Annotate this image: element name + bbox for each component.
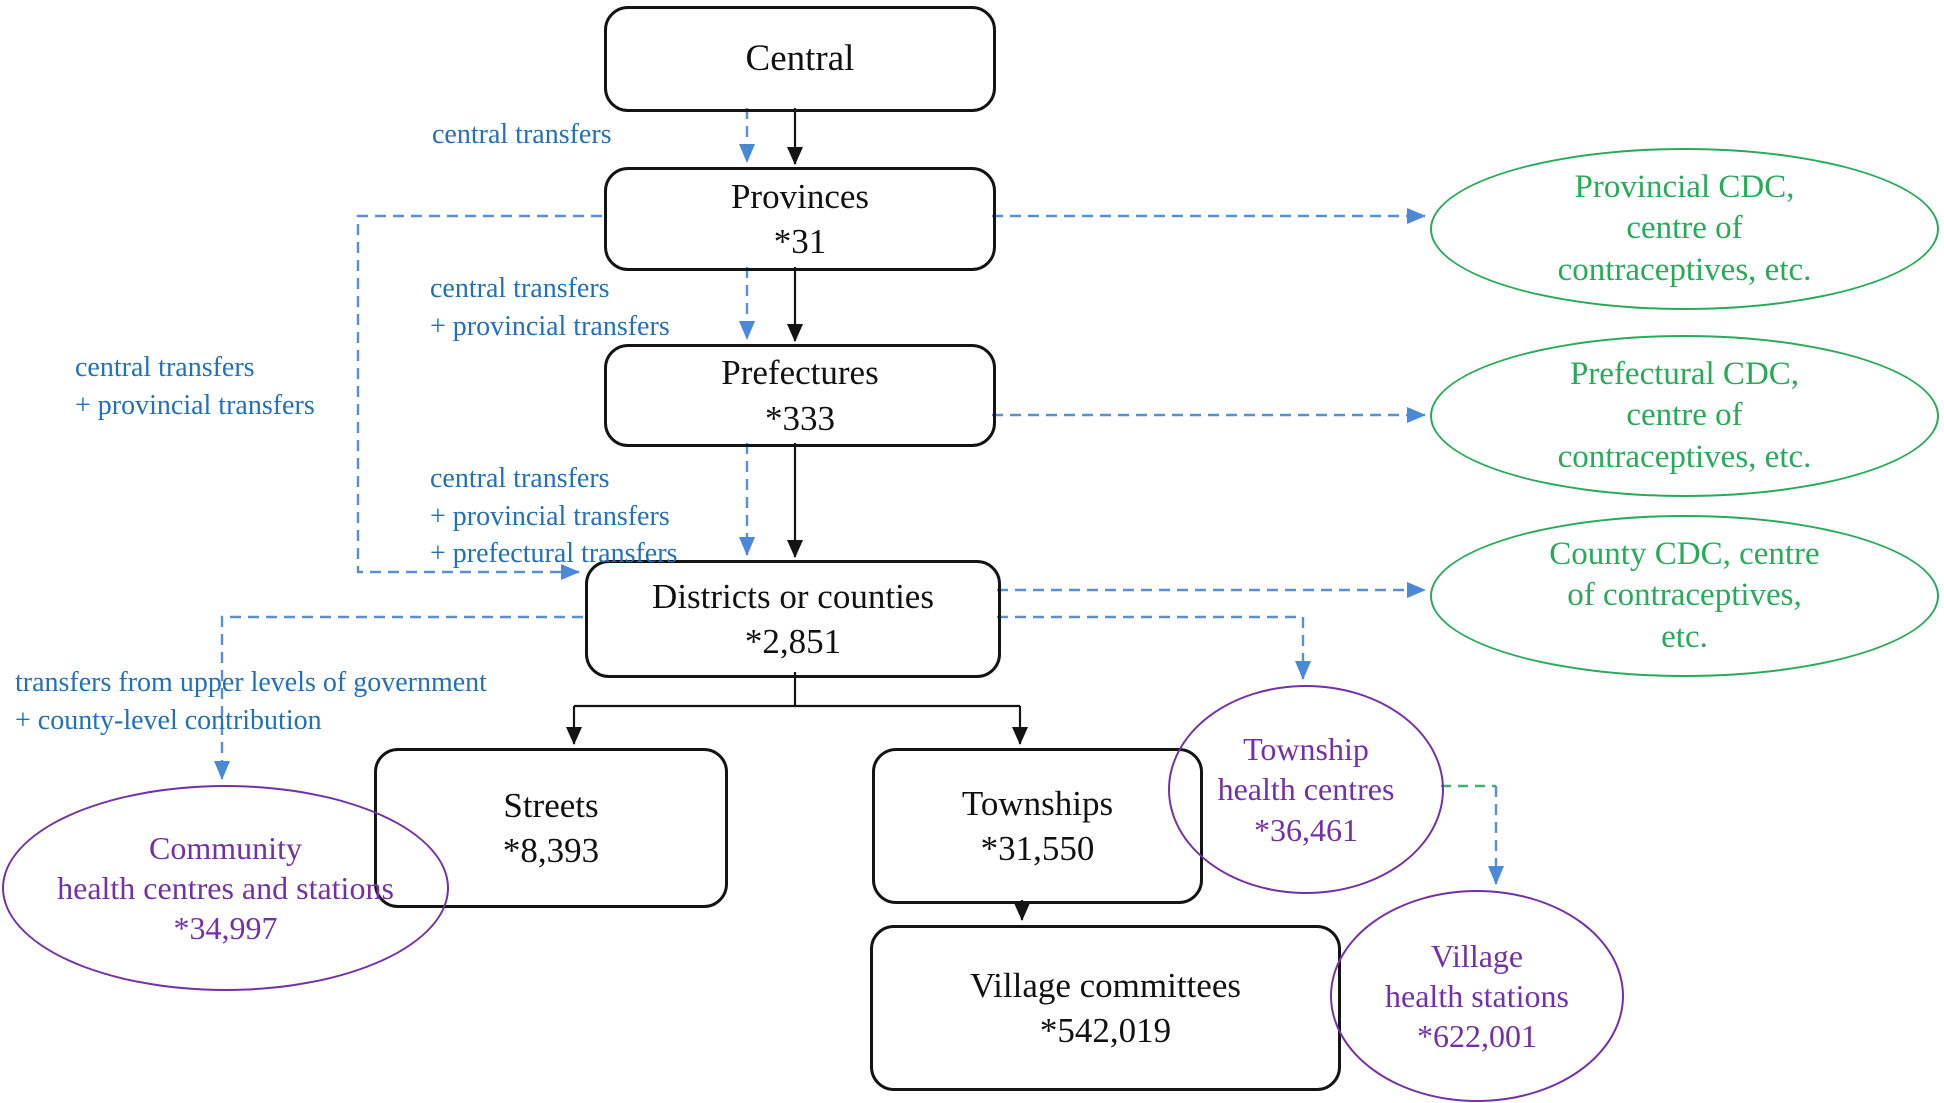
node-districts-count: *2,851 [744,622,842,661]
node-streets-count: *8,393 [502,831,600,870]
dash-provinces-to-districts-left [356,214,602,580]
node-prefectures: Prefectures *333 [604,344,996,447]
ellipse-county-cdc: County CDC, centre of contraceptives, et… [1430,515,1939,677]
node-village-committees-count: *542,019 [1039,1011,1172,1050]
node-districts-label: Districts or counties [652,576,934,616]
dash-districts-to-township-health [997,615,1311,680]
label-central-transfers: central transfers [432,119,612,150]
node-provinces: Provinces *31 [604,167,996,271]
node-central: Central [604,6,996,112]
node-townships-label: Townships [961,783,1114,823]
node-townships-count: *31,550 [980,829,1095,868]
label-central-plus-provincial-transfers-left: central transfers + provincial transfers [75,352,315,421]
node-prefectures-count: *333 [765,398,835,438]
label-upper-levels-county-contribution: transfers from upper levels of governmen… [15,667,487,736]
node-village-committees: Village committees *542,019 [870,925,1341,1091]
node-provinces-count: *31 [773,222,827,261]
node-village-committees-label: Village committees [969,965,1241,1005]
node-districts-or-counties: Districts or counties *2,851 [585,560,1001,678]
node-streets-label: Streets [503,785,599,825]
ellipse-village-health-stations: Village health stations *622,001 [1330,890,1624,1102]
node-prefectures-label: Prefectures [721,353,879,392]
ellipse-community-health-centres: Community health centres and stations *3… [2,785,449,991]
ellipse-provincial-cdc: Provincial CDC, centre of contraceptives… [1430,148,1939,310]
label-central-provincial-prefectural-transfers: central transfers + provincial transfers… [430,463,678,570]
dash-districts-to-community-health [214,615,583,780]
node-provinces-label: Provinces [730,176,870,216]
node-townships: Townships *31,550 [872,748,1203,904]
ellipse-township-health-centres: Township health centres *36,461 [1168,685,1444,894]
node-central-label: Central [745,37,855,79]
ellipse-prefectural-cdc: Prefectural CDC, centre of contraceptive… [1430,335,1939,497]
label-central-plus-provincial-transfers: central transfers + provincial transfers [430,273,670,342]
